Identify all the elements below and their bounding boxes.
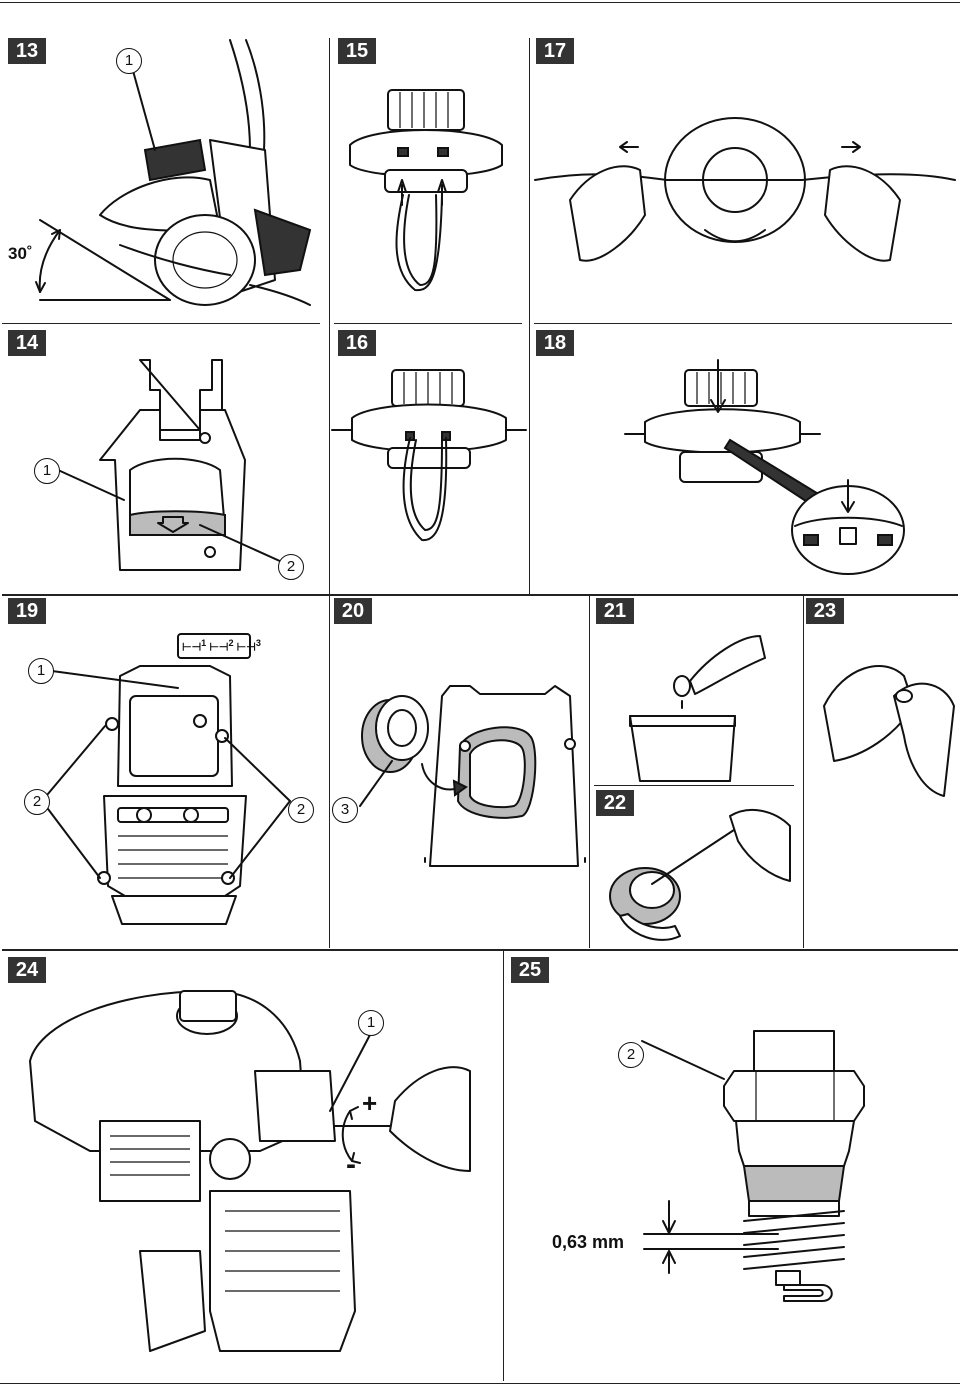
col-divider-a xyxy=(329,38,330,594)
bottom-border xyxy=(0,1383,960,1384)
mode-1-icon: ⊢⊣ xyxy=(182,641,202,654)
p19-callout-2a: 2 xyxy=(24,789,50,815)
row1-divider-right xyxy=(534,323,952,324)
p20-callout-3: 3 xyxy=(332,797,358,823)
p22-cleaning-illustration xyxy=(609,808,791,941)
panel-tag-22: 22 xyxy=(596,790,634,816)
panel-tag-17: 17 xyxy=(536,38,574,64)
p13-angle-label: 30˚ xyxy=(8,244,33,263)
p24-minus-label: - xyxy=(346,1148,356,1181)
panel-tag-25: 25 xyxy=(511,957,549,983)
p24-plus-label: + xyxy=(362,1088,378,1118)
p19-callout-1: 1 xyxy=(28,658,54,684)
p14-callout-2: 2 xyxy=(278,554,304,580)
p21-oiling-illustration xyxy=(629,635,766,782)
p15-spool-head-illustration xyxy=(349,89,503,292)
p24-engine-illustration xyxy=(29,990,471,1352)
p25-spark-plug-illustration xyxy=(641,1030,865,1302)
panel-tag-14: 14 xyxy=(8,330,46,356)
panel-tag-13: 13 xyxy=(8,38,46,64)
mode-3-icon: ⊢⊣ xyxy=(236,641,256,654)
p14-filter-cover-illustration xyxy=(57,359,283,571)
row1-divider-left xyxy=(2,323,320,324)
p20-filter-housing-illustration xyxy=(359,685,586,867)
mode-2-number: 2 xyxy=(228,638,234,648)
panel-tag-19: 19 xyxy=(8,598,46,624)
panel-tag-24: 24 xyxy=(8,957,46,983)
panel-tag-21: 21 xyxy=(596,598,634,624)
row1-divider-mid xyxy=(334,323,522,324)
top-border xyxy=(0,2,960,3)
p13-trimmer-illustration xyxy=(35,39,312,306)
mode-1-number: 1 xyxy=(201,638,207,648)
p19-mode-indicator: ⊢⊣1 ⊢⊣2 ⊢⊣3 xyxy=(182,638,261,654)
p13-callout-1: 1 xyxy=(116,48,142,74)
mode-3-number: 3 xyxy=(255,638,261,648)
panel-tag-18: 18 xyxy=(536,330,574,356)
p23-hands-illustration xyxy=(823,665,955,797)
p18-line-notch-illustration xyxy=(624,359,905,575)
col-divider-b xyxy=(529,38,530,594)
panel-tag-15: 15 xyxy=(338,38,376,64)
p16-spool-head-illustration xyxy=(331,369,527,542)
p25-callout-2: 2 xyxy=(618,1042,644,1068)
p17-pull-line-illustration xyxy=(534,117,956,262)
p25-gap-label: 0,63 mm xyxy=(552,1232,625,1252)
panel-tag-20: 20 xyxy=(334,598,372,624)
col-divider-e xyxy=(803,596,804,948)
row2-divider xyxy=(2,594,958,596)
p21-p22-divider xyxy=(594,785,794,786)
p19-callout-2b: 2 xyxy=(288,797,314,823)
panel-tag-16: 16 xyxy=(338,330,376,356)
col-divider-f xyxy=(503,951,504,1381)
panel-tag-23: 23 xyxy=(806,598,844,624)
p19-cover-illustration xyxy=(41,633,291,925)
mode-2-icon: ⊢⊣ xyxy=(209,641,229,654)
p14-callout-1: 1 xyxy=(34,458,60,484)
p24-callout-1: 1 xyxy=(358,1010,384,1036)
col-divider-c xyxy=(329,596,330,948)
row3-divider xyxy=(2,949,958,951)
col-divider-d xyxy=(589,596,590,948)
